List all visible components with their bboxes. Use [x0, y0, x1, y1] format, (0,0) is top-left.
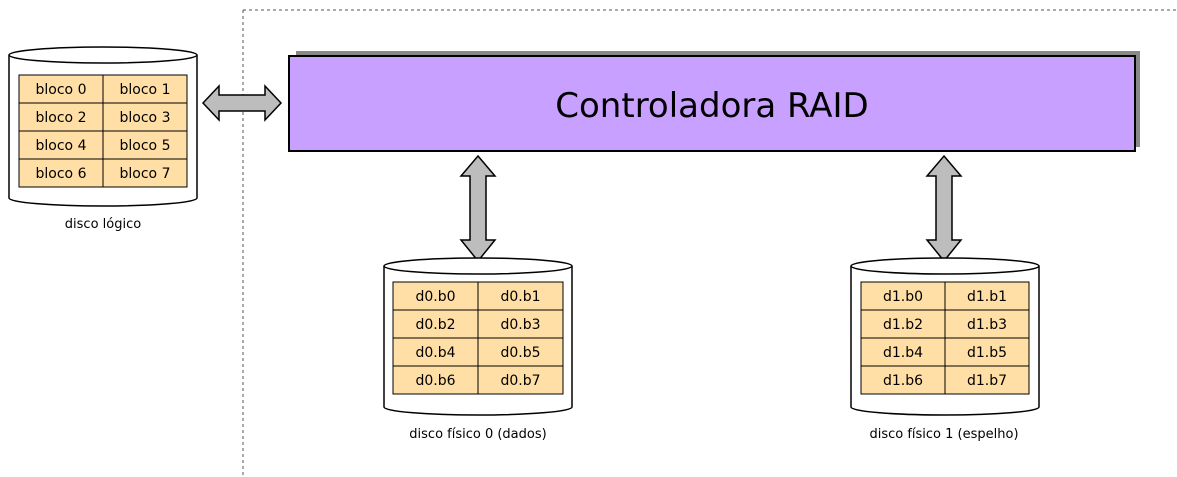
block-label: d1.b6	[883, 373, 923, 389]
block-cell	[944, 365, 1030, 395]
block-cell	[102, 158, 188, 188]
block-cell	[102, 102, 188, 132]
physical-disk-0: d0.b0 d0.b1 d0.b2 d0.b3 d0.b4 d0.b5 d0.b6 d0.b7	[383, 257, 573, 416]
block-cell	[392, 281, 479, 311]
disk1-caption: disco físico 1 (espelho)	[869, 427, 1018, 442]
block-label: d0.b2	[415, 317, 455, 333]
block-cell	[477, 281, 564, 311]
block-cell	[944, 309, 1030, 339]
block-label: d0.b4	[415, 345, 455, 361]
disk-cylinder-top	[8, 46, 198, 64]
logical-controller-double-arrow	[201, 84, 283, 122]
block-cell	[18, 158, 104, 188]
block-label: d1.b5	[967, 345, 1007, 361]
block-cell	[860, 365, 946, 395]
block-label: d0.b7	[500, 373, 540, 389]
block-label: d1.b1	[967, 289, 1007, 305]
raid-controller: Controladora RAID	[288, 51, 1140, 152]
block-label: d0.b1	[500, 289, 540, 305]
controller-label: Controladora RAID	[555, 86, 868, 126]
block-cell	[102, 74, 188, 104]
block-label: d1.b3	[967, 317, 1007, 333]
block-label: bloco 1	[120, 82, 171, 98]
block-cell	[477, 337, 564, 367]
block-label: bloco 6	[36, 166, 87, 182]
block-label: bloco 7	[120, 166, 171, 182]
block-label: bloco 0	[36, 82, 87, 98]
controller-disk0-double-arrow	[459, 154, 497, 263]
disk-cylinder-top	[383, 257, 573, 275]
block-label: d1.b0	[883, 289, 923, 305]
block-cell	[102, 130, 188, 160]
block-label: d0.b0	[415, 289, 455, 305]
block-label: bloco 4	[36, 138, 87, 154]
block-label: d1.b4	[883, 345, 923, 361]
logical-disk-caption: disco lógico	[65, 217, 141, 232]
block-cell	[477, 365, 564, 395]
block-label: bloco 2	[36, 110, 87, 126]
block-label: bloco 5	[120, 138, 171, 154]
block-cell	[18, 130, 104, 160]
block-label: d1.b2	[883, 317, 923, 333]
block-cell	[944, 337, 1030, 367]
physical-disk-1: d1.b0 d1.b1 d1.b2 d1.b3 d1.b4 d1.b5 d1.b6 d1.b7	[850, 257, 1040, 416]
controller-box	[288, 55, 1136, 152]
logical-disk: bloco 0 bloco 1 bloco 2 bloco 3 bloco 4 bloco…	[8, 46, 198, 207]
block-cell	[944, 281, 1030, 311]
block-cell	[860, 337, 946, 367]
block-cell	[477, 309, 564, 339]
disk0-caption: disco físico 0 (dados)	[409, 427, 546, 442]
disk-cylinder-top	[850, 257, 1040, 275]
controller-disk1-double-arrow	[925, 154, 963, 263]
block-label: d1.b7	[967, 373, 1007, 389]
block-label: d0.b3	[500, 317, 540, 333]
block-label: bloco 3	[120, 110, 171, 126]
block-label: d0.b6	[415, 373, 455, 389]
block-cell	[860, 309, 946, 339]
block-label: d0.b5	[500, 345, 540, 361]
